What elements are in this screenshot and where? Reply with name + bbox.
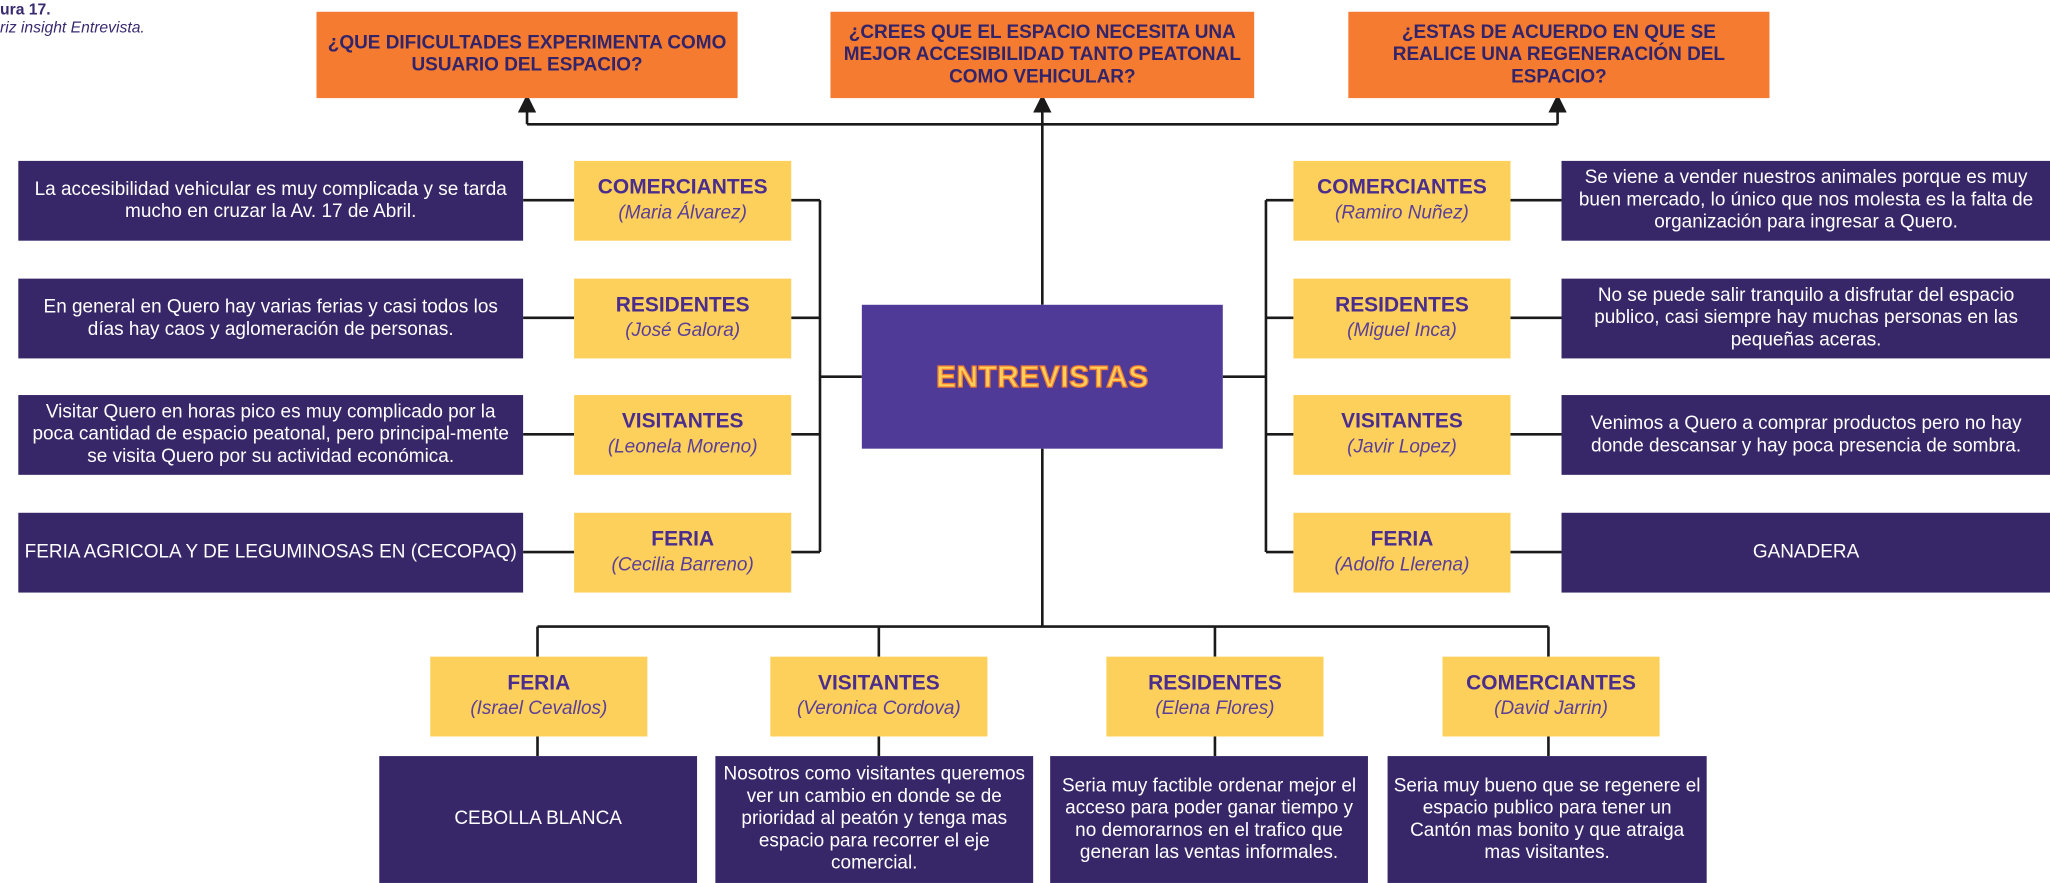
category-box-bottom-4: COMERCIANTES (David Jarrin) <box>1442 656 1660 737</box>
answer-box-bottom-2: Nosotros como visitantes queremos ver un… <box>715 756 1034 883</box>
answer-text: Visitar Quero en horas pico es muy compl… <box>32 401 509 467</box>
category-box-right-2: RESIDENTES (Miguel Inca) <box>1293 278 1511 359</box>
category-box-right-4: FERIA (Adolfo Llerena) <box>1293 512 1511 593</box>
answer-text: Seria muy bueno que se regenere el espac… <box>1393 775 1701 863</box>
answer-text: La accesibilidad vehicular es muy compli… <box>34 178 507 222</box>
answer-text: Seria muy factible ordenar mejor el acce… <box>1062 775 1357 863</box>
person-name: (Javir Lopez) <box>1347 436 1457 458</box>
answer-text: GANADERA <box>1752 541 1860 563</box>
figure-subtitle: riz insight Entrevista. <box>0 18 145 37</box>
answer-box-right-4: GANADERA <box>1561 512 2050 593</box>
answer-box-left-1: La accesibilidad vehicular es muy compli… <box>18 160 524 241</box>
answer-box-right-3: Venimos a Quero a comprar productos pero… <box>1561 395 2050 475</box>
category-box-left-3: VISITANTES (Leonela Moreno) <box>574 395 792 475</box>
person-name: (Veronica Cordova) <box>796 698 961 720</box>
category-title: COMERCIANTES <box>1317 176 1487 199</box>
answer-box-left-3: Visitar Quero en horas pico es muy compl… <box>18 395 524 475</box>
category-box-right-3: VISITANTES (Javir Lopez) <box>1293 395 1511 475</box>
person-name: (José Galora) <box>625 320 741 342</box>
answer-box-right-2: No se puede salir tranquilo a disfrutar … <box>1561 278 2050 359</box>
category-box-bottom-2: VISITANTES (Veronica Cordova) <box>770 656 988 737</box>
category-title: FERIA <box>507 672 571 695</box>
answer-box-bottom-3: Seria muy factible ordenar mejor el acce… <box>1050 756 1368 883</box>
category-title: FERIA <box>651 528 715 551</box>
category-title: VISITANTES <box>621 410 744 433</box>
answer-text: En general en Quero hay varias ferias y … <box>43 296 498 340</box>
question-text: ¿CREES QUE EL ESPACIO NECESITA UNA MEJOR… <box>843 21 1241 87</box>
figure-caption: ura 17. riz insight Entrevista. <box>0 0 145 37</box>
answer-text: No se puede salir tranquilo a disfrutar … <box>1594 285 2018 351</box>
category-title: RESIDENTES <box>615 294 750 317</box>
category-title: COMERCIANTES <box>1466 672 1636 695</box>
answer-box-right-1: Se viene a vender nuestros animales porq… <box>1561 160 2050 241</box>
center-box: ENTREVISTAS <box>861 304 1223 449</box>
category-title: RESIDENTES <box>1148 672 1282 695</box>
answer-box-left-4: FERIA AGRICOLA Y DE LEGUMINOSAS EN (CECO… <box>18 512 524 593</box>
answer-text: FERIA AGRICOLA Y DE LEGUMINOSAS EN (CECO… <box>24 541 517 563</box>
question-text: ¿ESTAS DE ACUERDO EN QUE SE REALICE UNA … <box>1392 21 1726 87</box>
category-title: VISITANTES <box>817 672 940 695</box>
question-box-1: ¿QUE DIFICULTADES EXPERIMENTA COMO USUAR… <box>316 11 738 99</box>
answer-text: Se viene a vender nuestros animales porq… <box>1578 167 2034 233</box>
question-box-3: ¿ESTAS DE ACUERDO EN QUE SE REALICE UNA … <box>1348 11 1770 99</box>
person-name: (Miguel Inca) <box>1347 320 1457 342</box>
person-name: (Adolfo Llerena) <box>1334 554 1470 576</box>
category-title: VISITANTES <box>1341 410 1463 433</box>
category-box-left-1: COMERCIANTES (Maria Álvarez) <box>574 160 792 241</box>
category-box-left-4: FERIA (Cecilia Barreno) <box>574 512 792 593</box>
question-text: ¿QUE DIFICULTADES EXPERIMENTA COMO USUAR… <box>327 32 727 76</box>
answer-box-left-2: En general en Quero hay varias ferias y … <box>18 278 524 359</box>
question-box-2: ¿CREES QUE EL ESPACIO NECESITA UNA MEJOR… <box>830 11 1255 99</box>
category-box-bottom-1: FERIA (Israel Cevallos) <box>430 656 648 737</box>
center-title: ENTREVISTAS <box>935 358 1149 394</box>
person-name: (Cecilia Barreno) <box>611 554 754 576</box>
answer-text: CEBOLLA BLANCA <box>454 808 622 830</box>
answer-box-bottom-1: CEBOLLA BLANCA <box>379 756 698 883</box>
category-title: RESIDENTES <box>1335 294 1469 317</box>
answer-text: Venimos a Quero a comprar productos pero… <box>1590 412 2022 456</box>
person-name: (Elena Flores) <box>1155 698 1275 720</box>
category-box-right-1: COMERCIANTES (Ramiro Nuñez) <box>1293 160 1511 241</box>
person-name: (Leonela Moreno) <box>607 436 758 458</box>
category-box-left-2: RESIDENTES (José Galora) <box>574 278 792 359</box>
person-name: (Ramiro Nuñez) <box>1335 202 1469 224</box>
category-title: COMERCIANTES <box>597 176 768 199</box>
person-name: (Israel Cevallos) <box>470 698 608 720</box>
answer-box-bottom-4: Seria muy bueno que se regenere el espac… <box>1387 756 1707 883</box>
figure-label: ura 17. <box>0 0 51 19</box>
category-box-bottom-3: RESIDENTES (Elena Flores) <box>1106 656 1324 737</box>
person-name: (Maria Álvarez) <box>618 202 747 224</box>
category-title: FERIA <box>1370 528 1434 551</box>
answer-text: Nosotros como visitantes queremos ver un… <box>723 763 1025 874</box>
person-name: (David Jarrin) <box>1494 698 1608 720</box>
